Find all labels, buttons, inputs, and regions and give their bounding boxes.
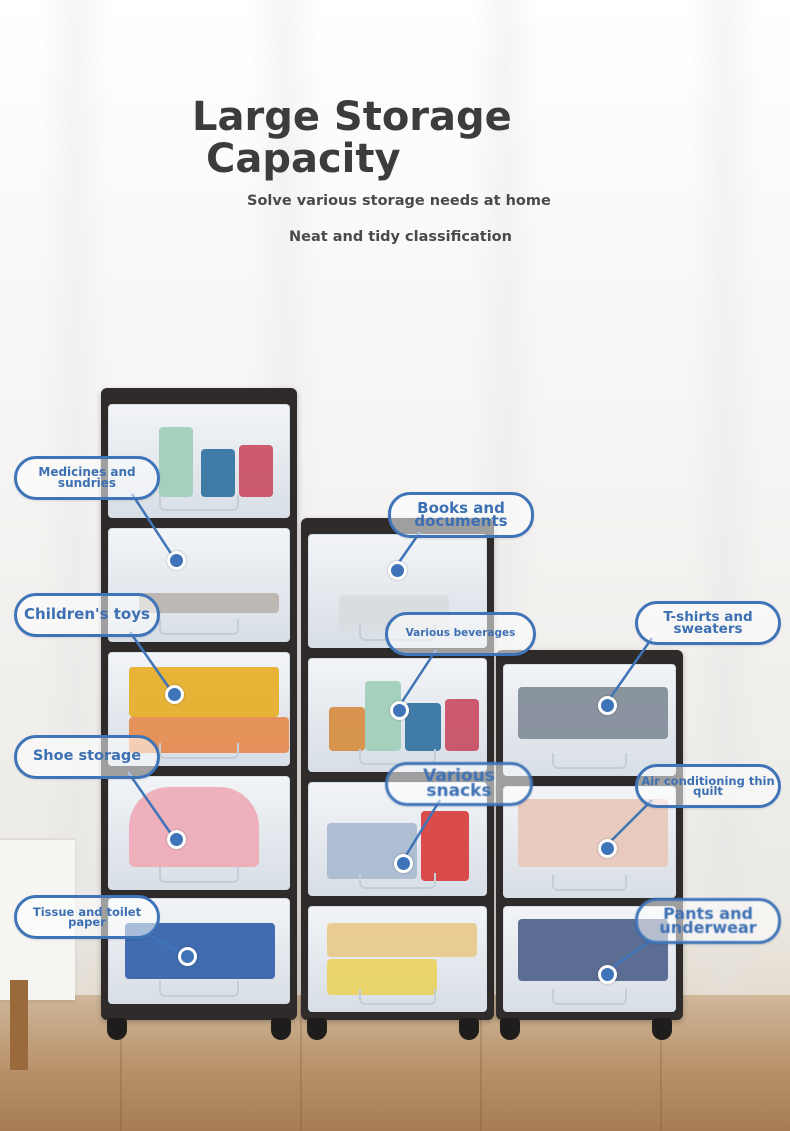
label-books: Books and documents xyxy=(388,492,534,538)
label-pants: Pants and underwear xyxy=(635,898,781,944)
can-item xyxy=(329,707,365,751)
subtitle-storage-needs: Solve various storage needs at home xyxy=(247,193,551,209)
marker-dot xyxy=(167,830,186,849)
label-beverages: Various beverages xyxy=(385,612,536,656)
toy-cars-item xyxy=(139,593,279,613)
drawer xyxy=(108,776,290,890)
sweater-item xyxy=(518,687,668,739)
marker-dot xyxy=(167,551,186,570)
can-item xyxy=(405,703,441,751)
drawer xyxy=(108,652,290,766)
label-snacks: Various snacks xyxy=(385,762,533,806)
label-medicines: Medicines and sundries xyxy=(14,456,160,500)
can-item xyxy=(445,699,479,751)
snacks-item xyxy=(327,959,437,995)
label-tshirts: T-shirts and sweaters xyxy=(635,601,781,645)
drawer xyxy=(308,906,487,1012)
bottle-item xyxy=(159,427,193,497)
title-line-1: Large Storage xyxy=(192,94,512,140)
marker-dot xyxy=(598,839,617,858)
drawer xyxy=(108,528,290,642)
subtitle-classification: Neat and tidy classification xyxy=(289,229,512,245)
cabinet-three-drawer xyxy=(496,650,683,1040)
marker-dot xyxy=(598,696,617,715)
drawer xyxy=(503,664,676,776)
snack-bag-item xyxy=(421,811,469,881)
marker-dot xyxy=(598,965,617,984)
marker-dot xyxy=(165,685,184,704)
marker-dot xyxy=(388,561,407,580)
cabinet-five-drawer xyxy=(101,388,297,1040)
page-title: Large Storage Capacity xyxy=(192,96,512,180)
marker-dot xyxy=(178,947,197,966)
can-item xyxy=(239,445,273,497)
marker-dot xyxy=(394,854,413,873)
marker-dot xyxy=(390,701,409,720)
label-shoes: Shoe storage xyxy=(14,735,160,779)
label-quilt: Air conditioning thin quilt xyxy=(635,764,781,808)
shoes-item xyxy=(129,787,259,867)
label-tissue: Tissue and toilet paper xyxy=(14,895,160,939)
label-toys: Children's toys xyxy=(14,593,160,637)
title-line-2: Capacity xyxy=(206,136,401,182)
snacks-item xyxy=(327,923,477,957)
can-item xyxy=(201,449,235,497)
toy-truck-item xyxy=(129,667,279,717)
